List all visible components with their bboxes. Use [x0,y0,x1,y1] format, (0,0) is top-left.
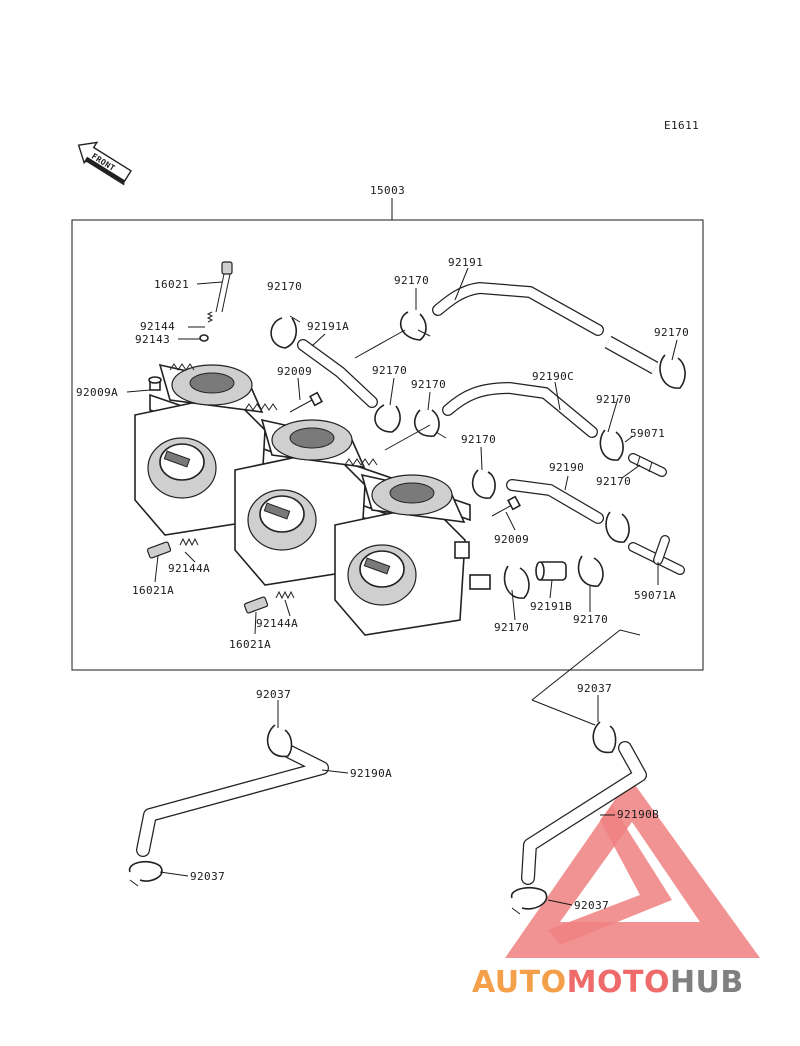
watermark-moto: MOTO [567,965,670,1000]
hose-92190C [442,381,598,438]
label-92037: 92037 [577,682,612,695]
label-assembly: 15003 [370,184,405,197]
spring-92144 [206,311,214,323]
label-16021: 16021 [154,278,189,291]
washer-92143 [199,334,209,342]
label-92190: 92190 [549,461,584,474]
clamp-icon [599,429,624,461]
label-92190C: 92190C [532,370,574,383]
pilot-screw-16021 [215,261,233,313]
watermark-hub: HUB [670,965,744,1000]
label-92170: 92170 [461,433,496,446]
clamp-icon [605,511,630,543]
clamp-icon [577,555,604,587]
label-59071A: 59071A [634,589,676,602]
clamp-icon [503,565,530,599]
label-92190A: 92190A [350,767,392,780]
hose-92191A [297,339,378,408]
clamp-icon [592,721,617,754]
label-92170: 92170 [596,475,631,488]
spring-92144A-b [275,590,295,600]
watermark-auto: AUTO [472,965,567,1000]
label-92037: 92037 [256,688,291,701]
clamp-icon [374,404,401,433]
leader-lines [72,267,678,906]
clamp-icon [471,469,496,499]
label-92190B: 92190B [617,808,659,821]
label-92170: 92170 [494,621,529,634]
hose-92191 [432,281,659,375]
hose-92190 [506,479,604,524]
label-92191B: 92191B [530,600,572,613]
clamp-icon [659,354,686,389]
clamp-icon [511,886,548,915]
watermark-text: AUTOMOTOHUB [472,965,744,1000]
label-92170: 92170 [267,280,302,293]
watermark-logo [505,778,760,958]
label-92037: 92037 [190,870,225,883]
part-labels: 16021 92170 92170 92191 92144 92143 9219… [76,256,689,912]
screw-92009A [148,376,162,391]
label-92170: 92170 [411,378,446,391]
label-92170: 92170 [394,274,429,287]
hose-92191B [535,561,567,581]
label-92144: 92144 [140,320,175,333]
label-92009A: 92009A [76,386,118,399]
assembly-frame [71,198,704,671]
clamp-icon [270,315,301,349]
fitting-59071 [628,453,667,477]
diagram-code: E1611 [664,119,699,132]
label-92144A: 92144A [168,562,210,575]
tee-fitting-59071A [628,535,685,575]
hose-92190A [136,745,329,857]
hose-92190B [521,741,647,885]
screw-16021A-a [146,541,172,559]
spring-92144A-a [179,537,199,547]
label-92191A: 92191A [307,320,349,333]
front-arrow-icon: FRONT [77,141,132,186]
label-92191: 92191 [448,256,483,269]
label-59071: 59071 [630,427,665,440]
label-92170: 92170 [596,393,631,406]
label-92170: 92170 [372,364,407,377]
label-16021A: 16021A [229,638,271,651]
label-16021A: 16021A [132,584,174,597]
label-92170: 92170 [573,613,608,626]
label-92009: 92009 [277,365,312,378]
label-92009: 92009 [494,533,529,546]
label-92143: 92143 [135,333,170,346]
label-92170: 92170 [654,326,689,339]
clamp-icon [413,409,447,439]
carburetor-assembly [134,363,491,636]
clamp-icon [266,724,293,758]
clamp-icon [128,860,163,887]
label-92037: 92037 [574,899,609,912]
clamps [128,311,686,915]
screw-16021A-b [243,596,269,614]
screw-92009-b [491,495,521,517]
label-92144A: 92144A [256,617,298,630]
clamp-icon [399,311,431,341]
screw-92009 [289,391,323,413]
